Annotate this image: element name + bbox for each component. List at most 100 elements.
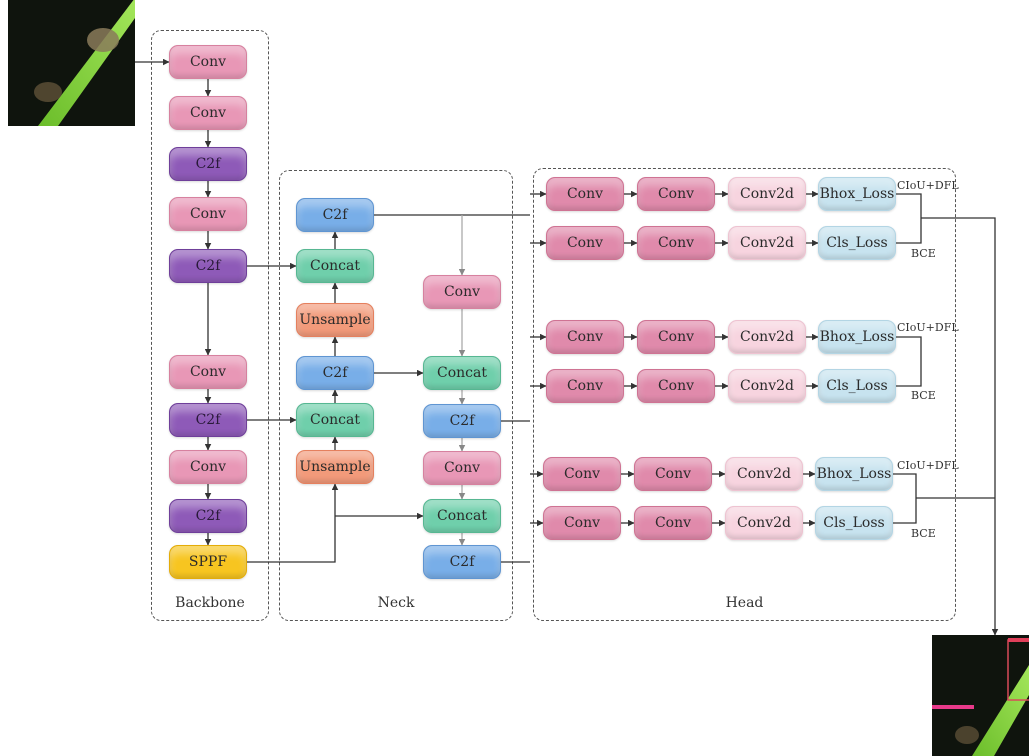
neck-right-concat-1: Concat (423, 356, 501, 390)
head-row4-conv-label: Conv (654, 466, 692, 482)
head-row3-conv2d: Conv2d (728, 369, 806, 403)
backbone-c2f-8-label: C2f (195, 508, 221, 524)
neck-right-conv-3-label: Conv (443, 460, 481, 476)
head-row2-bhox-loss: Bhox_Loss (818, 320, 896, 354)
head-row3-conv2d-label: Conv2d (740, 378, 794, 394)
neck-right-c2f-5-label: C2f (449, 554, 475, 570)
backbone-c2f-8: C2f (169, 499, 247, 533)
head-row3-conv-label: Conv (566, 378, 604, 394)
head-row5-conv2d: Conv2d (725, 506, 803, 540)
backbone-c2f-4: C2f (169, 249, 247, 283)
input-image-art (8, 0, 135, 126)
backbone-c2f-2-label: C2f (195, 156, 221, 172)
backbone-c2f-4-label: C2f (195, 258, 221, 274)
backbone-conv-0: Conv (169, 45, 247, 79)
head-row5-conv: Conv (634, 506, 712, 540)
head-row5-conv-label: Conv (563, 515, 601, 531)
head-row2-conv2d-label: Conv2d (740, 329, 794, 345)
head-row4-conv: Conv (543, 457, 621, 491)
head-label: Head (725, 595, 764, 611)
head-row2-conv-label: Conv (566, 329, 604, 345)
head-row2-conv: Conv (637, 320, 715, 354)
backbone-label: Backbone (175, 595, 245, 611)
head-row5-cls-loss-label: Cls_Loss (823, 515, 885, 531)
input-image (8, 0, 135, 126)
neck-left-unsample-5: Unsample (296, 450, 374, 484)
head-row0-conv: Conv (637, 177, 715, 211)
output-image (932, 635, 1029, 756)
box-loss-tag: CIoU+DFL (897, 321, 959, 334)
neck-left-unsample-2-label: Unsample (299, 312, 371, 328)
head-row5-conv2d-label: Conv2d (737, 515, 791, 531)
head-row4-conv: Conv (634, 457, 712, 491)
neck-left-concat-1: Concat (296, 249, 374, 283)
head-row1-conv-label: Conv (657, 235, 695, 251)
head-row0-conv-label: Conv (566, 186, 604, 202)
neck-left-concat-4: Concat (296, 403, 374, 437)
head-row1-cls-loss-label: Cls_Loss (826, 235, 888, 251)
head-row3-conv: Conv (637, 369, 715, 403)
backbone-conv-1: Conv (169, 96, 247, 130)
neck-right-c2f-2: C2f (423, 404, 501, 438)
head-row4-conv2d: Conv2d (725, 457, 803, 491)
neck-left-concat-1-label: Concat (310, 258, 360, 274)
neck-left-unsample-5-label: Unsample (299, 459, 371, 475)
head-row2-conv-label: Conv (657, 329, 695, 345)
head-row5-conv: Conv (543, 506, 621, 540)
head-row2-bhox-loss-label: Bhox_Loss (819, 329, 895, 345)
backbone-c2f-6: C2f (169, 403, 247, 437)
head-row1-cls-loss: Cls_Loss (818, 226, 896, 260)
neck-right-concat-4: Concat (423, 499, 501, 533)
neck-right-c2f-2-label: C2f (449, 413, 475, 429)
head-row0-bhox-loss-label: Bhox_Loss (819, 186, 895, 202)
head-row2-conv: Conv (546, 320, 624, 354)
head-row0-conv: Conv (546, 177, 624, 211)
neck-left-unsample-2: Unsample (296, 303, 374, 337)
loss-bracket (896, 193, 922, 244)
neck-left-c2f-0: C2f (296, 198, 374, 232)
head-row3-cls-loss: Cls_Loss (818, 369, 896, 403)
neck-right-conv-0: Conv (423, 275, 501, 309)
backbone-conv-0-label: Conv (189, 54, 227, 70)
head-row5-cls-loss: Cls_Loss (815, 506, 893, 540)
head-row1-conv2d-label: Conv2d (740, 235, 794, 251)
neck-group (279, 170, 513, 621)
neck-right-concat-4-label: Concat (437, 508, 487, 524)
head-row4-conv-label: Conv (563, 466, 601, 482)
backbone-conv-3-label: Conv (189, 206, 227, 222)
head-row4-bhox-loss-label: Bhox_Loss (816, 466, 892, 482)
head-row4-conv2d-label: Conv2d (737, 466, 791, 482)
backbone-sppf-9-label: SPPF (188, 554, 228, 570)
head-row1-conv: Conv (546, 226, 624, 260)
neck-label: Neck (377, 595, 415, 611)
neck-left-concat-4-label: Concat (310, 412, 360, 428)
head-row1-conv: Conv (637, 226, 715, 260)
box-loss-tag: CIoU+DFL (897, 179, 959, 192)
head-row0-conv-label: Conv (657, 186, 695, 202)
head-row3-conv-label: Conv (657, 378, 695, 394)
backbone-conv-5: Conv (169, 355, 247, 389)
head-row0-conv2d: Conv2d (728, 177, 806, 211)
neck-right-concat-1-label: Concat (437, 365, 487, 381)
head-row0-bhox-loss: Bhox_Loss (818, 177, 896, 211)
head-row5-conv-label: Conv (654, 515, 692, 531)
backbone-conv-1-label: Conv (189, 105, 227, 121)
output-bus-arrow (921, 217, 999, 636)
backbone-group (151, 30, 269, 621)
cls-loss-tag: BCE (911, 247, 936, 260)
backbone-c2f-6-label: C2f (195, 412, 221, 428)
sppf-to-unsample-arrow (247, 483, 339, 563)
head-row2-conv2d: Conv2d (728, 320, 806, 354)
loss-bracket (893, 473, 917, 524)
head-row3-cls-loss-label: Cls_Loss (826, 378, 888, 394)
head-row0-conv2d-label: Conv2d (740, 186, 794, 202)
neck-left-c2f-0-label: C2f (322, 207, 348, 223)
head-group (533, 168, 956, 621)
neck-left-c2f-3-label: C2f (322, 365, 348, 381)
cls-loss-tag: BCE (911, 389, 936, 402)
neck-right-c2f-5: C2f (423, 545, 501, 579)
backbone-conv-5-label: Conv (189, 364, 227, 380)
backbone-conv-7: Conv (169, 450, 247, 484)
